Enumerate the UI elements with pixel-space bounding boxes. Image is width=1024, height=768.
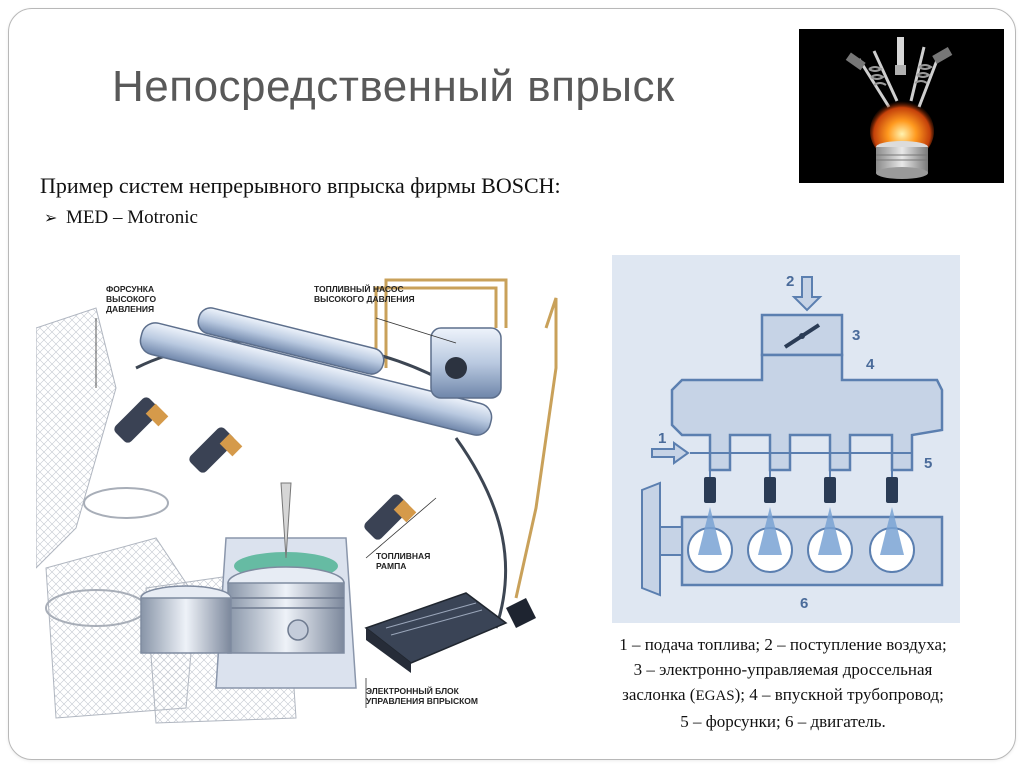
label-injector: ФОРСУНКА ВЫСОКОГО ДАВЛЕНИЯ <box>106 284 157 314</box>
scheme-number-4: 4 <box>866 356 875 373</box>
scheme-number-3: 3 <box>852 327 861 344</box>
caption-egas: EGAS <box>695 688 735 704</box>
scheme-number-5: 5 <box>924 455 933 472</box>
caption-line-4: 5 – форсунки; 6 – двигатель. <box>680 712 886 731</box>
label-rail: ТОПЛИВНАЯ РАМПА <box>376 551 431 571</box>
label-ecu: ЭЛЕКТРОННЫЙ БЛОК УПРАВЛЕНИЯ ВПРЫСКОМ <box>366 686 478 706</box>
label-pump: ТОПЛИВНЫЙ НАСОС ВЫСОКОГО ДАВЛЕНИЯ <box>314 284 415 304</box>
scheme-caption: 1 – подача топлива; 2 – поступление возд… <box>568 632 998 734</box>
scheme-number-1: 1 <box>658 430 667 447</box>
arrow-bullet-icon: ➢ <box>44 208 58 227</box>
bullet-text: MED – Motronic <box>66 207 198 228</box>
cylinder-photo <box>799 29 1004 183</box>
bullet-item: ➢ MED – Motronic <box>44 207 198 229</box>
slide-title: Непосредственный впрыск <box>112 62 675 111</box>
slide-frame <box>8 8 1016 760</box>
caption-line-3c: ); 4 – впускной трубопровод; <box>734 685 944 704</box>
injection-scheme: 2 3 4 1 5 6 <box>612 255 960 623</box>
caption-line-3a: заслонка ( <box>622 685 696 704</box>
slide-subtitle: Пример систем непрерывного впрыска фирмы… <box>40 173 561 198</box>
caption-line-3: заслонка (EGAS); 4 – впускной трубопрово… <box>568 682 998 709</box>
caption-line-2: 3 – электронно-управляемая дроссельная <box>633 660 933 679</box>
engine-illustration: ФОРСУНКА ВЫСОКОГО ДАВЛЕНИЯ ТОПЛИВНЫЙ НАС… <box>35 268 576 728</box>
scheme-number-2: 2 <box>786 273 795 290</box>
caption-line-1: 1 – подача топлива; 2 – поступление возд… <box>619 635 947 654</box>
scheme-number-6: 6 <box>800 595 809 612</box>
